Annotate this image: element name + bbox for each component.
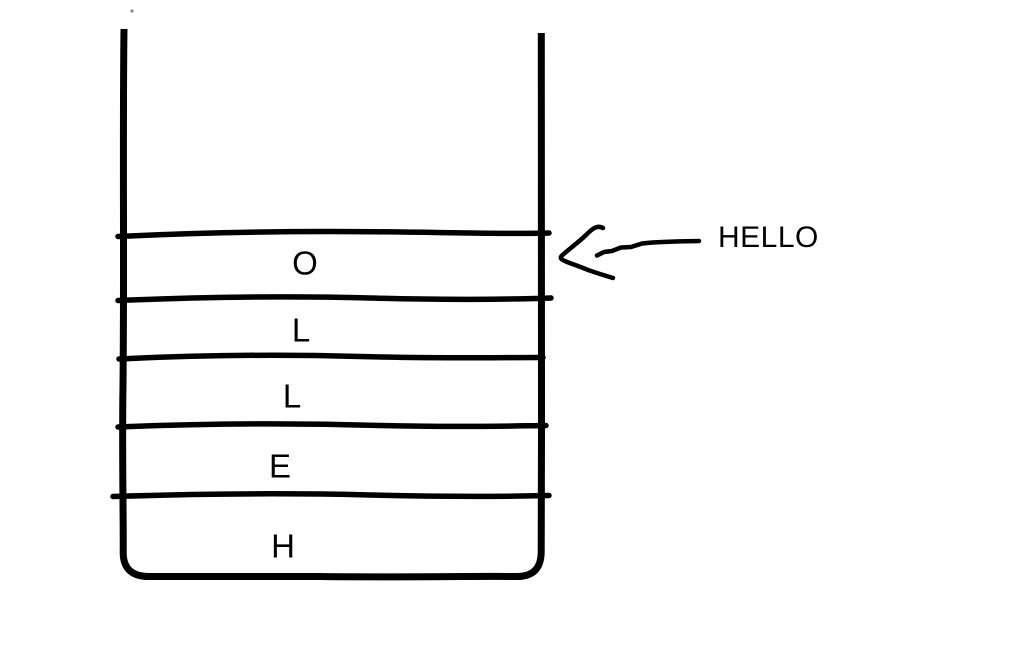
arrow-label: HELLO (718, 221, 819, 254)
stack-divider-5 (110, 490, 552, 500)
stack-cell-label-bottom: H (271, 527, 295, 565)
stack-cell-label-top: O (292, 244, 318, 282)
stray-dot (130, 9, 134, 13)
stack-cell-label: L (291, 311, 311, 349)
stack-cell-label: E (268, 447, 292, 485)
arrow-head (558, 224, 616, 281)
stack-divider-4 (115, 421, 549, 430)
arrow-shaft (594, 238, 702, 258)
stack-divider-1 (115, 228, 552, 240)
stack-divider-2 (115, 294, 554, 304)
stack-divider-3 (116, 352, 546, 362)
stack-cell-label: L (282, 377, 302, 415)
